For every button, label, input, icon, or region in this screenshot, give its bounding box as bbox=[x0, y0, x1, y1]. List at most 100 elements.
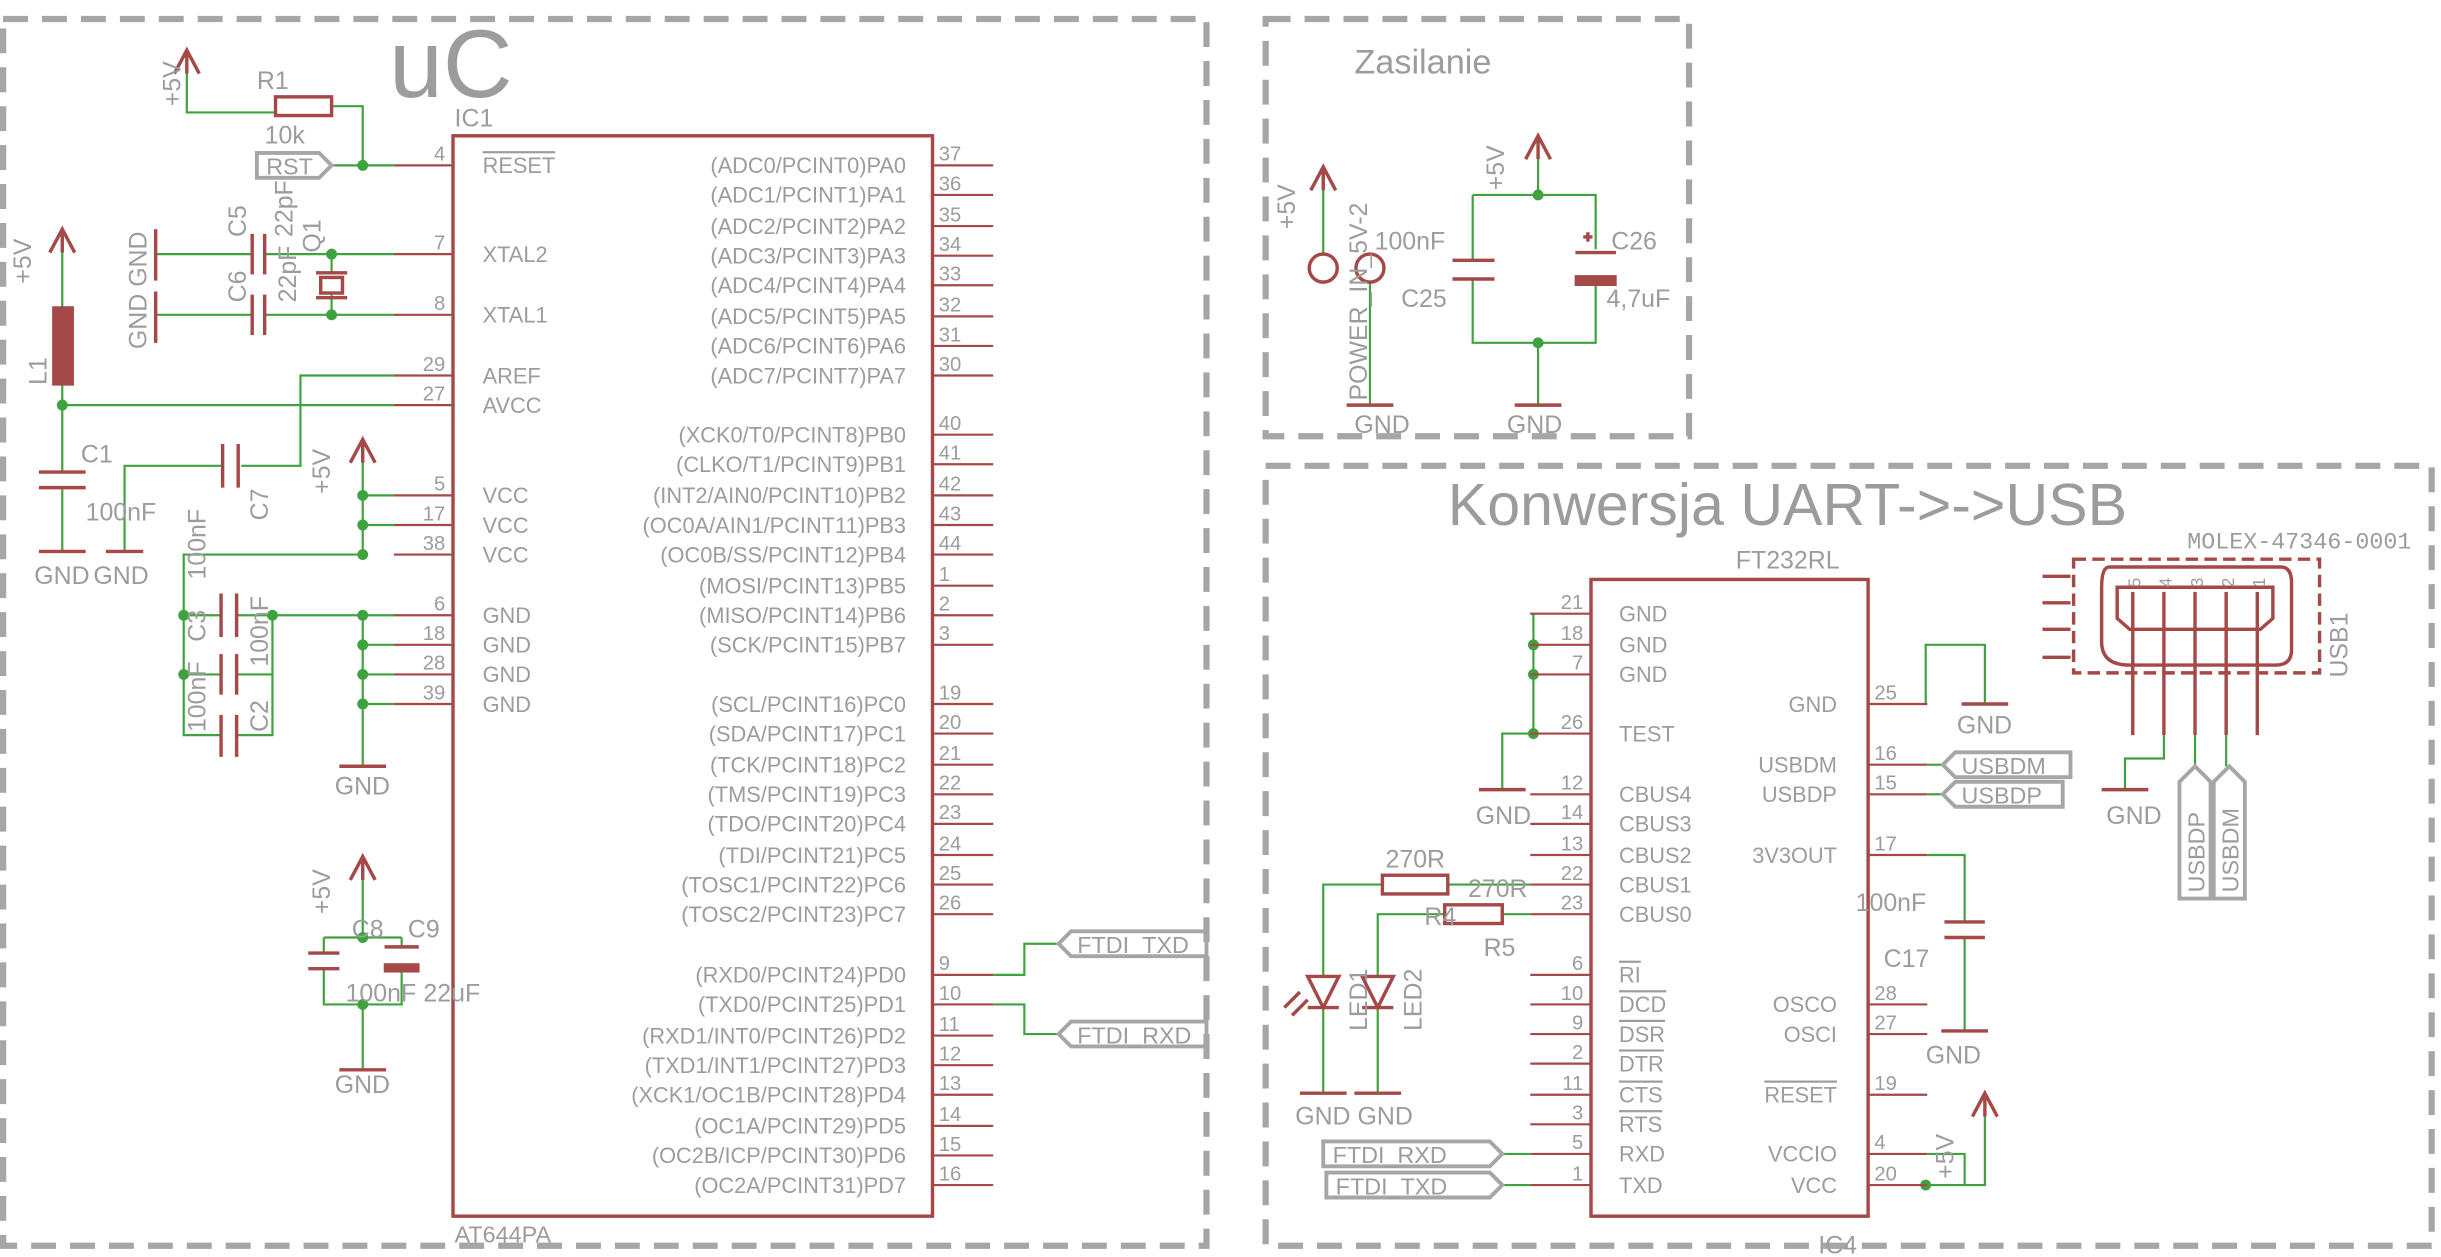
ic4-ref: IC4 bbox=[1818, 1232, 1857, 1257]
ic4-pin-name: RESET bbox=[1764, 1083, 1837, 1108]
schematic-label: +5V bbox=[9, 238, 37, 283]
ic1-pin-name: (XCK0/T0/PCINT8)PB0 bbox=[678, 422, 906, 447]
ic4-pin-number: 3 bbox=[1572, 1103, 1583, 1125]
schematic-label: GND bbox=[124, 231, 152, 286]
ic4-pin-number: 20 bbox=[1874, 1163, 1897, 1185]
schematic-label: 270R bbox=[1468, 875, 1528, 903]
schematic-label: MOLEX-47346-0001 bbox=[2187, 530, 2411, 556]
schematic-label: R1 bbox=[257, 67, 289, 95]
schematic-label: GND bbox=[335, 1071, 390, 1099]
schematic-label: GND bbox=[1476, 802, 1531, 830]
ic1-pin-name: (ADC2/PCINT2)PA2 bbox=[710, 214, 906, 239]
ic1-pin-number: 42 bbox=[939, 474, 962, 496]
schematic-label: 2 bbox=[2219, 578, 2238, 588]
net-flag-outline bbox=[2211, 763, 2247, 901]
junction-dot bbox=[266, 609, 278, 621]
schematic-label: +5V bbox=[1273, 184, 1301, 229]
ic1-pin-name: (RXD0/PCINT24)PD0 bbox=[695, 963, 906, 988]
net-flag-outline bbox=[1324, 1170, 1506, 1200]
ic4-pin-name: DCD bbox=[1619, 992, 1666, 1017]
schematic-label: +5V bbox=[1482, 145, 1510, 190]
ic1-pin-name: (TMS/PCINT19)PC3 bbox=[708, 782, 906, 807]
ic4-pin-number: 28 bbox=[1874, 983, 1897, 1005]
ic4-pin-number: 10 bbox=[1561, 983, 1583, 1005]
ic4-pin-number: 16 bbox=[1874, 743, 1897, 765]
ic1-pin-name: (TOSC1/PCINT22)PC6 bbox=[681, 872, 906, 897]
ic4-pin-name: RTS bbox=[1619, 1112, 1662, 1137]
net-flag-label: RST bbox=[266, 154, 313, 180]
ic1-pin-name: (MOSI/PCINT13)PB5 bbox=[699, 573, 906, 598]
led1-icon bbox=[1283, 974, 1342, 1017]
net-flag-label: USBDM bbox=[2218, 808, 2244, 892]
junction-dot bbox=[357, 489, 369, 501]
junction-dot bbox=[357, 519, 369, 531]
ic4-pin-number: 13 bbox=[1561, 833, 1583, 855]
ic1-pin-name: (TXD0/PCINT25)PD1 bbox=[698, 992, 906, 1017]
net-flag-outline bbox=[1055, 929, 1209, 959]
schematic-label: C6 bbox=[224, 271, 252, 303]
ic1-pin-name: (ADC3/PCINT3)PA3 bbox=[710, 243, 906, 268]
schematic-label: LED1 bbox=[1345, 969, 1373, 1031]
wire bbox=[1471, 279, 1597, 344]
schematic-label: GND bbox=[1926, 1042, 1981, 1070]
schematic-label: L1 bbox=[25, 357, 53, 385]
supply-arrow-icon bbox=[1309, 163, 1338, 192]
capacitor-c3 bbox=[219, 654, 239, 695]
supply-arrow-icon bbox=[348, 435, 377, 464]
schematic-label: C26 bbox=[1611, 227, 1657, 255]
supply-arrow-icon bbox=[48, 225, 77, 254]
ic4-body bbox=[1589, 577, 1870, 1218]
schematic-label: USB1 bbox=[2326, 613, 2354, 678]
ic1-pin-name: (RXD1/INT0/PCINT26)PD2 bbox=[642, 1023, 906, 1048]
ic4-pin-name: OSCI bbox=[1784, 1022, 1837, 1047]
schematic-label: C3 bbox=[183, 610, 211, 642]
wire bbox=[1927, 1093, 1986, 1187]
ic4-pin-number: 1 bbox=[1572, 1163, 1583, 1185]
ic1-pin-number: 12 bbox=[939, 1044, 962, 1066]
ic4-pin-name: RXD bbox=[1619, 1142, 1665, 1167]
ic4-pin-number: 5 bbox=[1572, 1132, 1583, 1154]
supply-arrow-icon bbox=[348, 852, 377, 881]
net-flag-outline bbox=[2177, 763, 2213, 901]
ic4-pin-number: 12 bbox=[1561, 773, 1583, 795]
ic1-pin-name: (TOSC2/PCINT23)PC7 bbox=[681, 902, 906, 927]
ic1-pin-name: AVCC bbox=[483, 393, 542, 418]
ic1-pin-name: (ADC6/PCINT6)PA6 bbox=[710, 334, 906, 359]
ic1-pin-number: 43 bbox=[939, 503, 962, 525]
ic1-pin-number: 31 bbox=[939, 324, 962, 346]
ic1-pin-number: 37 bbox=[939, 144, 962, 166]
schematic-label: GND bbox=[124, 294, 152, 349]
ic4-pin-name: CBUS3 bbox=[1619, 812, 1692, 837]
ic1-pin-name: (ADC4/PCINT4)PA4 bbox=[710, 273, 906, 298]
ic4-pin-number: 11 bbox=[1562, 1073, 1583, 1095]
ic4-pin-number: 19 bbox=[1874, 1073, 1897, 1095]
led2-icon bbox=[1359, 974, 1397, 1012]
wire bbox=[1322, 883, 1383, 977]
section-title-power: Zasilanie bbox=[1354, 44, 1491, 82]
usb-connector-socket bbox=[2115, 585, 2275, 631]
components bbox=[38, 46, 2322, 1118]
wire bbox=[331, 105, 394, 167]
net-flags: RSTFTDI_TXDFTDI_RXDUSBDMUSBDPFTDI_RXDFTD… bbox=[254, 150, 2247, 1200]
junction-dot bbox=[357, 668, 369, 680]
ic1-pin-number: 25 bbox=[939, 863, 962, 885]
capacitor-c1 bbox=[38, 470, 86, 490]
ic4-pin-number: 2 bbox=[1572, 1042, 1583, 1064]
schematic-label: 22pF bbox=[271, 180, 299, 237]
ic1-pin-number: 32 bbox=[939, 295, 962, 317]
capacitor-c26-plate bbox=[1574, 275, 1617, 287]
junction-dot bbox=[1532, 189, 1544, 201]
ic1-pin-name: (OC0B/SS/PCINT12)PB4 bbox=[660, 542, 906, 567]
ic4-pin-number: 7 bbox=[1572, 653, 1583, 675]
ic1-pin-number: 22 bbox=[939, 773, 962, 795]
ic1-pin-number: 35 bbox=[939, 204, 962, 226]
ic1-pin-number: 41 bbox=[939, 443, 962, 465]
ic1-pin-number: 10 bbox=[939, 983, 962, 1005]
wire bbox=[1376, 913, 1445, 977]
ic1-pin-name: (ADC0/PCINT0)PA0 bbox=[710, 153, 906, 178]
schematic-label: C1 bbox=[81, 441, 113, 469]
ic1-pin-number: 4 bbox=[434, 144, 445, 166]
capacitor bbox=[219, 714, 239, 757]
